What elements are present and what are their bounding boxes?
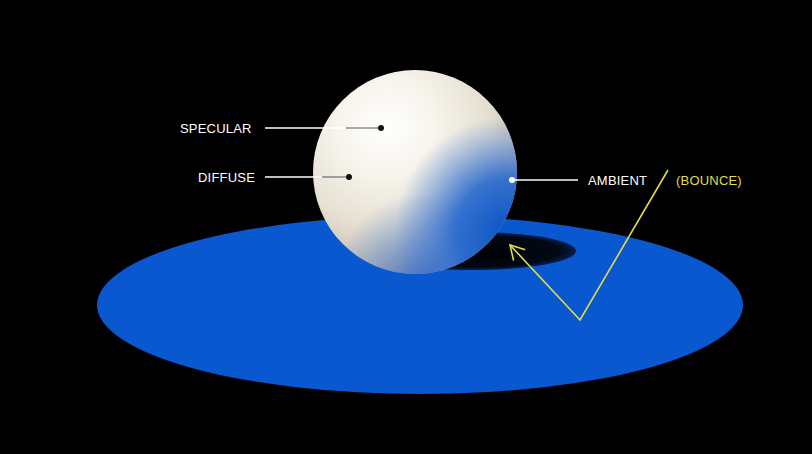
sphere-bounce-light [313,70,517,274]
leader-line [512,179,578,180]
label-specular: SPECULAR [180,121,252,137]
label-ambient: AMBIENT [588,173,647,189]
leader-line [265,176,349,177]
label-diffuse: DIFFUSE [198,170,255,186]
arrowhead [510,245,525,261]
leader-line [346,127,381,128]
bounce-path [510,170,668,320]
leader-dot [346,174,352,180]
leader-dot [509,177,515,183]
sphere-body [313,70,517,274]
sphere-bottom-tint [313,70,517,274]
leader-line [265,127,381,128]
label-bounce: (BOUNCE) [676,173,742,189]
leader-line [322,176,349,177]
sphere [313,70,517,274]
leader-lines [265,125,578,183]
leader-dot [378,125,384,131]
bounce-arrow [510,170,668,320]
